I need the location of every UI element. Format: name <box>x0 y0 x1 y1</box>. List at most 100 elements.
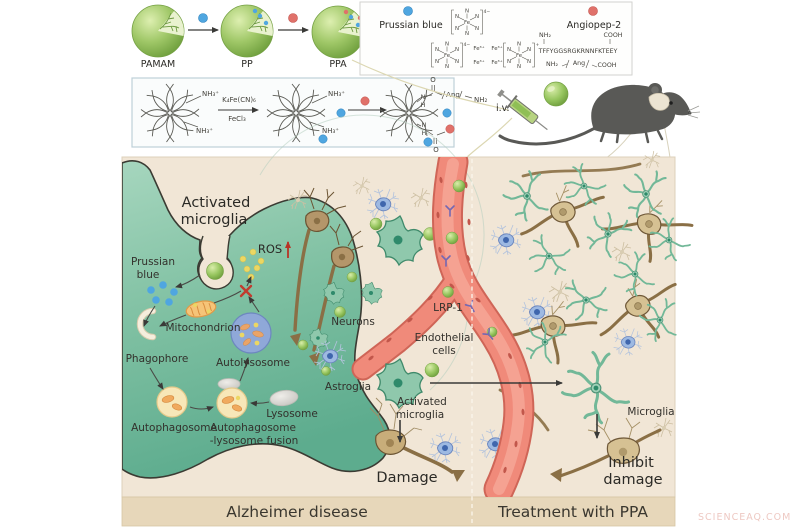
lrp1-label: LRP-1 <box>433 302 463 314</box>
ang-label: Ang <box>573 60 585 67</box>
activated-microglia-title-2: microglia <box>181 212 248 228</box>
nh2-label: NH₂ <box>539 32 551 39</box>
mouse-whiskers <box>687 105 701 119</box>
prussian-blue-label-cell-1: Prussian <box>131 256 175 268</box>
amide-red-group: N H O <box>416 122 455 154</box>
complex-charge: 4− <box>464 42 471 48</box>
cooh-label: COOH <box>603 32 622 39</box>
angiopep-dot-legend <box>588 6 598 16</box>
prussian-blue-label: Prussian blue <box>379 20 443 31</box>
neurons-label: Neurons <box>331 316 375 328</box>
ppa-label: PPA <box>329 59 347 70</box>
n-symbol: N <box>475 26 479 32</box>
ang-dot <box>360 96 370 106</box>
ppa-dots-vessel <box>442 179 498 338</box>
ferrocyanide-complex-top: Fe N N N N N N 4− <box>451 9 491 37</box>
n-symbol: N <box>455 14 459 20</box>
amide-o: O <box>430 76 436 84</box>
amide-n: N <box>421 94 426 101</box>
fe-symbol: Fe <box>444 53 451 59</box>
amide-h: H <box>422 130 427 137</box>
healthy-neuron <box>550 417 662 482</box>
fusion-label-2: -lysosome fusion <box>210 435 299 447</box>
damage-label: Damage <box>376 470 437 486</box>
angiopep-dot <box>288 13 298 23</box>
inhibit-label-1: Inhibit <box>608 455 654 471</box>
footer-right-title: Treatment with PPA <box>497 503 648 521</box>
ang-dot <box>445 124 455 134</box>
phagophore-label: Phagophore <box>126 353 189 365</box>
fe-symbol: Fe <box>516 53 523 59</box>
pb-dot <box>336 108 346 118</box>
chemistry-box: NH₃⁺ NH₃⁺ K₄Fe(CN)₆ FeCl₃ NH₃⁺ NH₃⁺ O N … <box>131 76 488 154</box>
lysosome-label: Lysosome <box>266 408 318 420</box>
n-symbol: N <box>475 14 479 20</box>
fe-ion: Fe³⁺ <box>491 59 502 66</box>
peptide-sequence: TFFYGGSRGKRNNFKTEEY <box>538 48 618 55</box>
zoom-arc <box>259 114 485 391</box>
prussian-blue-label-cell-2: blue <box>137 269 160 281</box>
autophagy-arrows <box>143 274 270 412</box>
reagent-fecl3: FeCl₃ <box>228 115 246 123</box>
amide-h: H <box>421 102 426 109</box>
blocked-cross <box>239 284 253 298</box>
ang-shorthand: NH₂ Ang COOH <box>546 59 617 69</box>
ros-label: ROS <box>258 242 282 256</box>
fe-ion: Fe³⁺ <box>473 45 484 52</box>
fe-ion: Fe³⁺ <box>473 59 484 66</box>
nh3-label: NH₃⁺ <box>322 127 339 135</box>
n-symbol: N <box>455 47 459 53</box>
angiopep-label: Angiopep-2 <box>567 20 621 31</box>
endothelial-label-1: Endothelial <box>415 332 474 344</box>
n-symbol: N <box>517 42 521 48</box>
prussian-blue-dot-legend <box>403 6 413 16</box>
pb-dot <box>318 134 328 144</box>
ppa-sphere <box>311 5 365 59</box>
nh3-label: NH₃⁺ <box>202 90 219 98</box>
nh3-label: NH₃⁺ <box>196 127 213 135</box>
complex-charge: 4− <box>484 9 491 15</box>
n-symbol: N <box>465 9 469 15</box>
prussian-blue-dot <box>198 13 208 23</box>
n-symbol: N <box>455 26 459 32</box>
n-symbol: N <box>527 59 531 65</box>
amide-ang-group: O N H Ang NH₂ <box>416 76 488 109</box>
pp-sphere <box>220 4 274 58</box>
autophagosome-label: Autophagosome <box>131 422 217 434</box>
activated-microglia-label-1: Activated <box>397 396 447 408</box>
mouse <box>498 83 701 146</box>
fe-ion-grid: Fe³⁺ Fe³⁺ Fe³⁺ Fe³⁺ <box>473 45 502 66</box>
amide-o: O <box>433 146 439 154</box>
fe-symbol: Fe <box>464 20 471 26</box>
fusion-organelle <box>216 378 248 419</box>
activated-microglia-label-2: microglia <box>396 409 444 421</box>
n-symbol: N <box>507 59 511 65</box>
pb-dot <box>442 108 452 118</box>
autolysosome-label: Autolysosome <box>216 357 290 369</box>
legend-box: Prussian blue Fe N N N N N N 4− Fe N N N… <box>359 1 633 76</box>
ppa-nanoparticle <box>543 81 569 107</box>
footer-left-title: Alzheimer disease <box>226 503 368 521</box>
n-symbol: N <box>455 59 459 65</box>
mitochondrion-label: Mitochondrion <box>165 322 240 334</box>
mouse-eye <box>669 101 673 105</box>
footer-bar <box>121 496 676 527</box>
iv-label: i.v. <box>496 103 510 114</box>
autophagosome-organelle <box>156 386 188 418</box>
n-symbol: N <box>445 42 449 48</box>
prussian-blue-released <box>147 281 178 306</box>
n-symbol: N <box>527 47 531 53</box>
blood-vessel <box>351 157 535 497</box>
nh2-label: NH₂ <box>474 96 488 104</box>
watermark: SCIENCEAQ.COM <box>698 512 791 523</box>
mouse-brain <box>648 92 670 111</box>
mouse-tail <box>498 126 597 146</box>
endothelial-label-2: cells <box>432 345 456 357</box>
amide-n: N <box>422 122 427 129</box>
inhibit-label-2: damage <box>603 472 662 488</box>
fe-ion: Fe³⁺ <box>491 45 502 52</box>
n-symbol: N <box>507 47 511 53</box>
pb-dot <box>423 137 433 147</box>
phagophore-organelle <box>136 307 157 341</box>
